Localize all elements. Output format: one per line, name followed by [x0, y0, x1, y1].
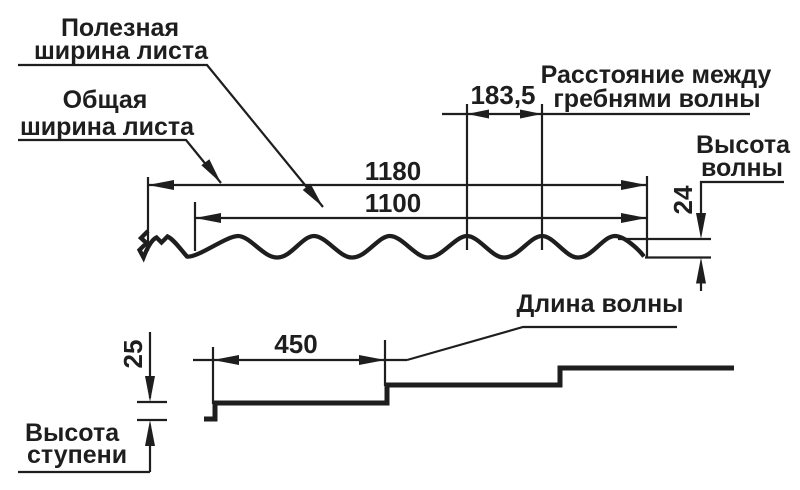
wave-length-text: Длина волны [516, 290, 683, 318]
useful-width-arrow-right [621, 213, 647, 223]
dim-wave-height: 24 [618, 185, 711, 291]
total-width-arrow-left [148, 180, 174, 190]
total-width-text-line2: ширина листа [20, 113, 195, 141]
dim-step-height: 25 [118, 332, 167, 472]
sheet-step-profile [204, 365, 734, 422]
wave-height-value: 24 [668, 185, 698, 214]
step-length-value: 450 [274, 329, 317, 359]
crest-distance-extension-lines [465, 104, 544, 250]
label-wave-length: Длина волны [406, 290, 684, 362]
useful-width-arrow-left [195, 213, 221, 223]
total-width-text-line1: Общая [63, 86, 148, 114]
dim-step-length: 450 [193, 329, 407, 404]
step-length-arrow-left [213, 355, 239, 365]
step-length-extension-lines [211, 340, 387, 404]
dim-crest-distance: Расстояние между гребнями волны 183,5 [442, 61, 771, 250]
crest-distance-text-line1: Расстояние между [541, 61, 772, 89]
wave-length-leader-line [406, 325, 677, 362]
total-width-leader-arrow [201, 159, 221, 183]
label-wave-height: Высота волны [696, 131, 791, 222]
step-height-arrow-down [145, 376, 155, 402]
wave-height-leader-line [699, 180, 784, 222]
crest-distance-arrow-right [520, 109, 542, 119]
top-view: Полезная ширина листа Общая ширина листа… [18, 14, 791, 291]
useful-width-leader-line [18, 63, 324, 208]
wave-height-arrow-down [696, 213, 706, 239]
dim-useful-width: 1100 [193, 176, 649, 258]
step-height-text-line2: ступени [27, 441, 127, 469]
label-step-height: Высота ступени [18, 419, 150, 474]
useful-width-value: 1100 [365, 188, 421, 218]
total-width-value: 1180 [365, 156, 421, 186]
wave-height-arrow-up [696, 257, 706, 284]
dim-total-width: 1180 [146, 156, 647, 251]
wave-height-text-line2: волны [701, 154, 783, 182]
bottom-view: Длина волны 450 25 Высота ступени [18, 290, 734, 474]
sheet-wave-profile [136, 229, 646, 263]
total-width-leader-line [18, 138, 222, 184]
step-height-ticks [137, 400, 167, 422]
step-height-text-line1: Высота [25, 419, 120, 447]
crest-distance-arrow-left [467, 109, 489, 119]
useful-width-text-line2: ширина листа [34, 37, 209, 65]
step-height-value: 25 [118, 340, 148, 369]
step-height-arrow-up [145, 420, 155, 446]
step-length-arrow-right [359, 355, 385, 365]
crest-distance-value: 183,5 [470, 80, 535, 110]
total-width-arrow-right [621, 180, 647, 190]
crest-distance-text-line2: гребнями волны [553, 85, 760, 113]
useful-width-text-line1: Полезная [61, 14, 179, 42]
useful-width-leader-arrow [302, 183, 323, 207]
wave-height-text-line1: Высота [696, 131, 791, 159]
label-useful-width: Полезная ширина листа [18, 14, 324, 208]
label-total-width: Общая ширина листа [18, 86, 222, 184]
